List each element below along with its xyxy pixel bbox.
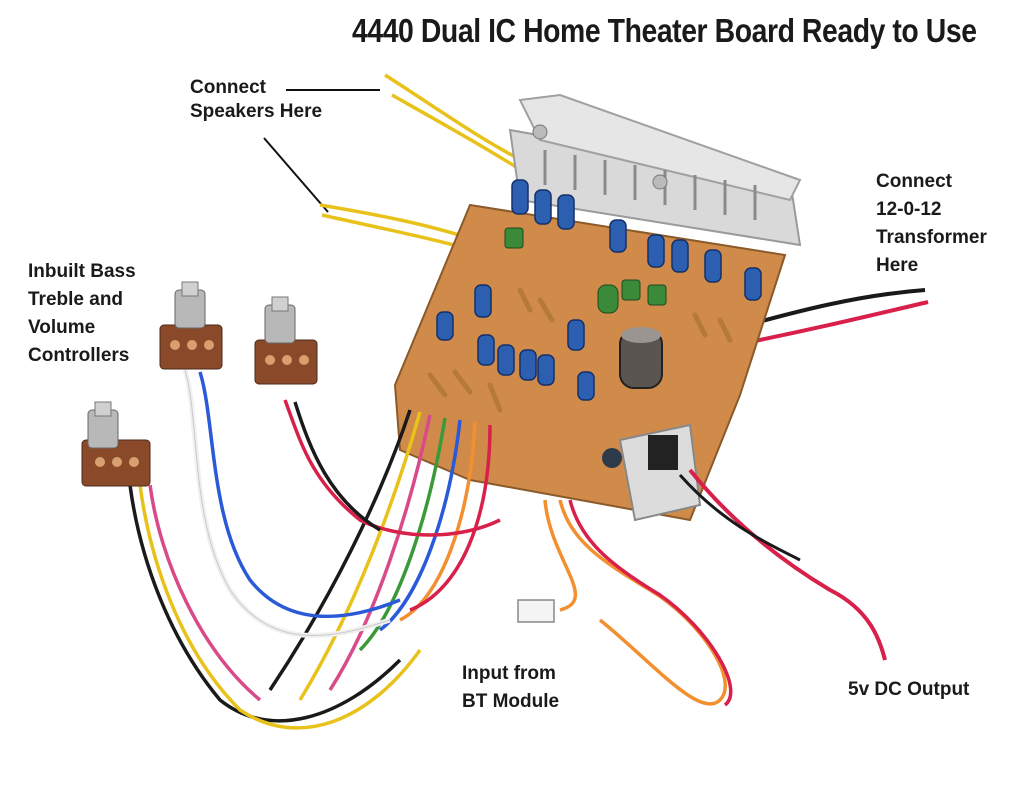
control-wires [128, 369, 501, 730]
bt-input-label: Input from BT Module [462, 663, 560, 712]
dc-output-wire-black [678, 474, 801, 562]
speakers-callout-line-2 [263, 137, 329, 213]
bt-connector [517, 599, 555, 623]
speakers-label: Connect Speakers Here [190, 77, 323, 122]
potentiometer-treble [254, 296, 318, 385]
transformer-wire-red [734, 300, 929, 347]
bt-module-wire [543, 499, 733, 707]
dc-output-wire [688, 468, 887, 661]
page-title: 4440 Dual IC Home Theater Board Ready to… [352, 12, 977, 49]
dc-output-label: 5v DC Output [848, 679, 970, 700]
potentiometer-volume [159, 281, 223, 370]
pcb-board [393, 179, 787, 522]
transformer-label: Connect 12-0-12 Transformer Here [876, 171, 987, 276]
heatsink [508, 93, 802, 247]
controllers-label: Inbuilt Bass Treble and Volume Controlle… [28, 261, 136, 366]
potentiometer-bass [81, 401, 151, 487]
